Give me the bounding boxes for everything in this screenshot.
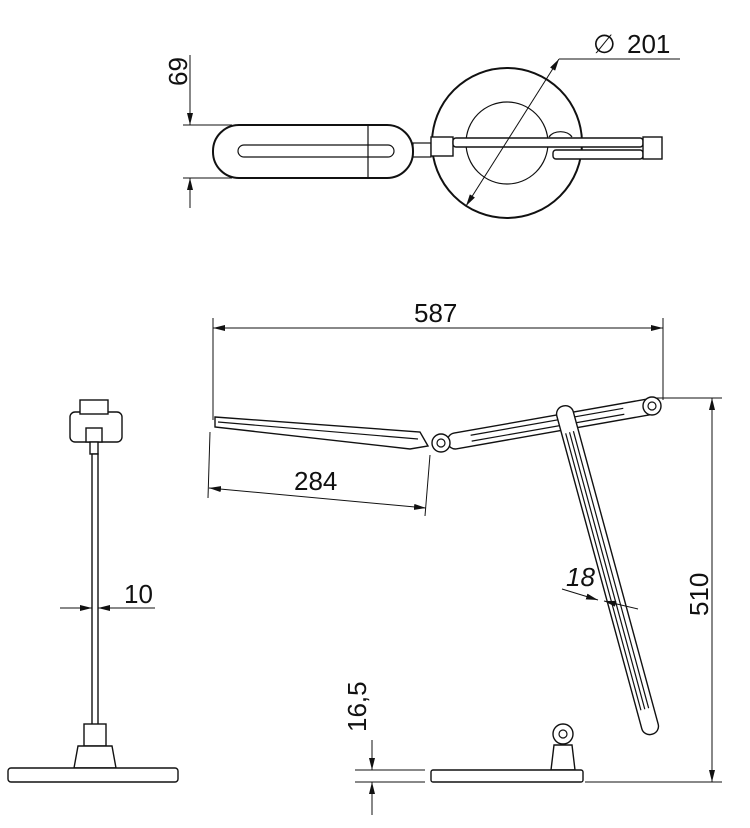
head-length-label: 284 <box>294 466 337 496</box>
base-height-label: 16,5 <box>342 681 372 732</box>
joint-base <box>552 723 574 745</box>
total-reach-label: 587 <box>414 298 457 328</box>
arm-width-label: 18 <box>566 562 595 592</box>
total-height-label: 510 <box>684 573 714 616</box>
head-width-label: 69 <box>163 57 193 86</box>
base-diameter-label: 201 <box>627 29 670 59</box>
top-view: ∅ 201 69 <box>163 29 680 219</box>
side-view: 587 284 18 510 <box>207 298 722 815</box>
lamp-head-top <box>212 124 414 179</box>
base-plate <box>430 769 584 783</box>
front-view: 10 <box>7 399 179 783</box>
pole-width-label: 10 <box>124 579 153 609</box>
lamp-head-side <box>214 416 430 450</box>
joint-elbow <box>642 396 662 416</box>
diameter-symbol: ∅ <box>593 29 616 59</box>
joint-head <box>431 433 451 453</box>
light-slot <box>237 144 395 158</box>
upper-arm <box>446 398 658 450</box>
